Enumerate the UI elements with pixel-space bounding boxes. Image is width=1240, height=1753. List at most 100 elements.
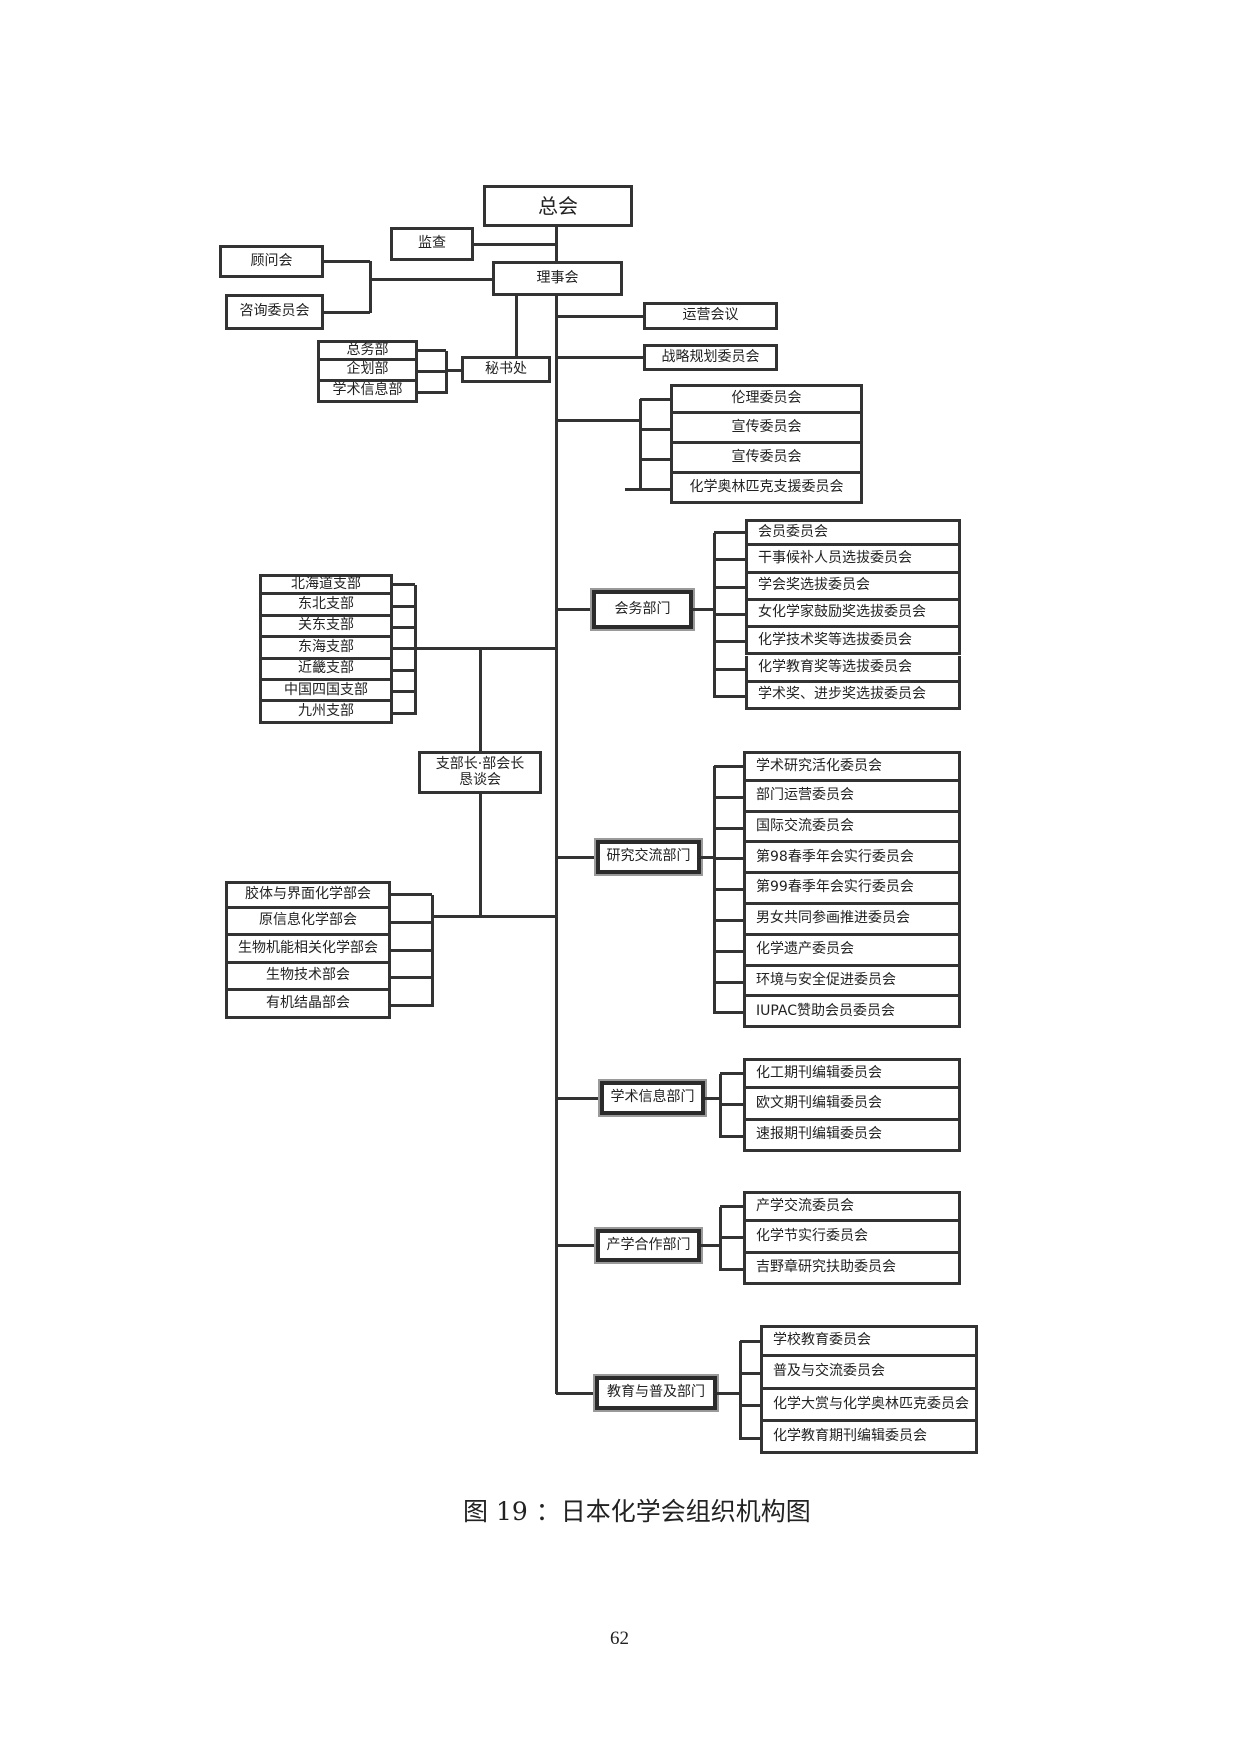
department-committee: 女化学家鼓励奖选拔委员会: [745, 600, 961, 629]
connector-line: [478, 648, 482, 751]
department-committee: 化工期刊编辑委员会: [743, 1058, 961, 1090]
department-box: 产学合作部门: [594, 1227, 703, 1264]
department-committee: 化学节实行委员会: [743, 1222, 961, 1254]
branch: 关东支部: [259, 616, 393, 639]
connector-line: [393, 690, 415, 694]
branch: 九州支部: [259, 702, 393, 724]
department-committee: 学术研究活化委员会: [743, 751, 961, 782]
division: 生物机能相关化学部会: [225, 936, 391, 964]
connector-line: [514, 296, 518, 356]
connector-line: [720, 1072, 743, 1076]
division: 原信息化学部会: [225, 908, 391, 937]
connector-line: [446, 368, 461, 372]
division: 有机结晶部会: [225, 991, 391, 1019]
connector-line: [393, 647, 415, 651]
board-box: 理事会: [492, 261, 623, 296]
connector-line: [740, 1404, 760, 1408]
branch: 中国四国支部: [259, 681, 393, 703]
connector-line: [474, 242, 556, 246]
connector-line: [368, 261, 372, 313]
consulting-box: 咨询委员会: [225, 294, 324, 330]
connector-line: [714, 795, 743, 799]
connector-line: [418, 391, 446, 394]
connector-line: [740, 1371, 760, 1375]
connector-line: [714, 585, 745, 589]
connector-line: [720, 1267, 743, 1271]
connector-line: [718, 1073, 722, 1138]
connector-line: [556, 355, 643, 359]
connector-line: [391, 893, 432, 897]
operations-meeting-box: 运营会议: [643, 302, 778, 330]
department-box: 研究交流部门: [594, 838, 703, 876]
connector-line: [740, 1339, 760, 1343]
connector-line: [714, 613, 745, 617]
connector-line: [714, 826, 743, 830]
audit-box: 监查: [390, 227, 474, 261]
department-committee: 环境与安全促进委员会: [743, 966, 961, 998]
connector-line: [714, 888, 743, 892]
department-committee: 化学遗产委员会: [743, 935, 961, 967]
connector-line: [324, 310, 370, 314]
department-committee: 男女共同参画推进委员会: [743, 905, 961, 936]
connector-line: [640, 397, 670, 401]
department-committee: 普及与交流委员会: [760, 1357, 978, 1390]
department-committee: 化学大赏与化学奥林匹克委员会: [760, 1389, 978, 1422]
connector-line: [556, 855, 596, 859]
connector-line: [714, 667, 745, 671]
department-committee: 化学教育奖等选拔委员会: [745, 655, 961, 683]
connector-line: [556, 1244, 596, 1247]
connector-line: [714, 1011, 743, 1015]
branch: 近畿支部: [259, 659, 393, 681]
connector-line: [720, 1236, 743, 1240]
connector-line: [391, 948, 432, 952]
connector-line: [556, 1391, 595, 1395]
connector-line: [554, 227, 558, 1394]
division: 胶体与界面化学部会: [225, 881, 391, 909]
connector-line: [393, 583, 415, 587]
department-committee: 欧文期刊编辑委员会: [743, 1089, 961, 1121]
department-committee: 速报期刊编辑委员会: [743, 1120, 961, 1152]
strategy-committee-box: 战略规划委员会: [643, 344, 778, 371]
connector-line: [391, 920, 432, 924]
connector-line: [717, 1391, 740, 1395]
department-committee: 产学交流委员会: [743, 1191, 961, 1223]
connector-line: [720, 1205, 743, 1209]
department-committee: 国际交流委员会: [743, 812, 961, 844]
branch: 北海道支部: [259, 574, 393, 596]
department-committee: 部门运营委员会: [743, 781, 961, 813]
connector-line: [393, 711, 415, 715]
department-box: 教育与普及部门: [593, 1374, 719, 1412]
connector-line: [714, 640, 745, 644]
department-committee: 学校教育委员会: [760, 1325, 978, 1358]
secretariat-unit: 学术信息部: [317, 382, 418, 403]
advisory-box: 顾问会: [219, 245, 324, 278]
department-committee: 化学技术奖等选拔委员会: [745, 628, 961, 656]
connector-line: [638, 399, 642, 491]
connector-line: [391, 976, 432, 980]
connector-line: [324, 259, 370, 263]
connector-line: [740, 1436, 760, 1440]
department-committee: 第98春季年会实行委员会: [743, 843, 961, 875]
connector-line: [714, 918, 743, 922]
connector-line: [418, 370, 446, 373]
department-committee: 化学教育期刊编辑委员会: [760, 1421, 978, 1455]
connector-line: [712, 532, 716, 698]
department-box: 学术信息部门: [598, 1079, 707, 1117]
connector-line: [556, 1096, 600, 1100]
department-committee: 会员委员会: [745, 519, 961, 547]
connector-line: [714, 558, 745, 562]
connector-line: [418, 349, 446, 352]
general-assembly-box: 总会: [483, 185, 633, 227]
department-committee: 学术奖、进步奖选拔委员会: [745, 682, 961, 711]
department-committee: 学会奖选拔委员会: [745, 573, 961, 601]
connector-line: [720, 1134, 743, 1138]
connector-line: [413, 584, 417, 715]
department-box: 会务部门: [590, 588, 695, 631]
secretariat-unit: 企划部: [317, 361, 418, 382]
connector-line: [370, 277, 492, 281]
connector-line: [640, 457, 670, 461]
division: 生物技术部会: [225, 963, 391, 992]
connector-line: [430, 894, 434, 1007]
connector-line: [714, 949, 743, 953]
connector-line: [640, 487, 670, 491]
